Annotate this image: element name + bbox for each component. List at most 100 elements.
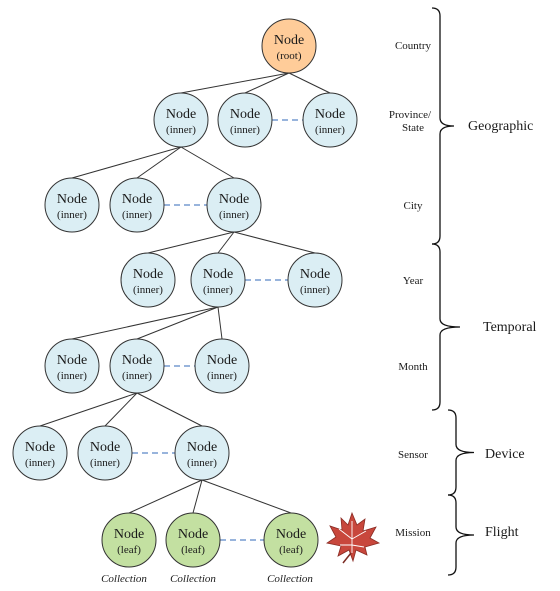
node-circle <box>12 425 68 481</box>
group-braces <box>431 7 475 576</box>
tree-edge <box>233 231 316 254</box>
collection-labels: Collection Collection Collection <box>101 573 313 585</box>
node-title: Node <box>133 267 163 282</box>
node-type: (inner) <box>57 370 87 382</box>
brace-geographic <box>431 7 455 245</box>
inner-node: Node(inner) <box>109 177 165 233</box>
inner-node: Node (inner) <box>153 92 209 148</box>
node-type: (inner) <box>57 209 87 221</box>
tree-edge <box>136 306 219 340</box>
tree-edge <box>192 479 203 514</box>
inner-node: Node(inner) <box>12 425 68 481</box>
collection-label: Collection <box>170 573 216 585</box>
node-circle <box>263 512 319 568</box>
tree-edge <box>201 479 292 514</box>
node-title: Node <box>274 33 304 48</box>
level-labels: Country Province/ State City Year Month … <box>389 40 432 539</box>
inner-node: Node(inner) <box>194 338 250 394</box>
node-type: (inner) <box>203 284 233 296</box>
node-type: (inner) <box>122 370 152 382</box>
tree-edge <box>288 72 331 94</box>
brace-temporal <box>431 243 461 411</box>
tree-edge <box>147 231 235 254</box>
maple-leaf-icon <box>325 511 381 564</box>
inner-node: Node (inner) <box>44 338 100 394</box>
node-circle <box>206 177 262 233</box>
inner-node: Node(inner) <box>217 92 273 148</box>
node-circle <box>174 425 230 481</box>
inner-node: Node (inner) <box>206 177 262 233</box>
node-title: Node <box>122 353 152 368</box>
tree-edge <box>180 72 290 94</box>
node-title: Node <box>57 192 87 207</box>
collection-label: Collection <box>267 573 313 585</box>
node-title: Node <box>178 527 208 542</box>
node-type: (leaf) <box>181 544 205 556</box>
node-circle <box>287 252 343 308</box>
tree-nodes: Node(root)Node(inner)Node(inner)Node(inn… <box>12 18 358 568</box>
node-circle <box>44 338 100 394</box>
group-label-temporal: Temporal <box>483 320 537 335</box>
level-label-month: Month <box>398 361 428 373</box>
group-label-flight: Flight <box>485 525 519 540</box>
inner-node: Node (inner) <box>287 252 343 308</box>
tree-edge <box>71 146 182 179</box>
node-circle <box>120 252 176 308</box>
node-circle <box>153 92 209 148</box>
inner-node: Node (inner) <box>302 92 358 148</box>
node-circle <box>165 512 221 568</box>
node-type: (inner) <box>187 457 217 469</box>
tree-edge <box>217 231 235 254</box>
group-label-device: Device <box>485 447 525 462</box>
node-title: Node <box>276 527 306 542</box>
node-circle <box>190 252 246 308</box>
node-title: Node <box>25 440 55 455</box>
node-title: Node <box>114 527 144 542</box>
node-type: (leaf) <box>279 544 303 556</box>
collection-label: Collection <box>101 573 147 585</box>
level-label-year: Year <box>403 275 424 287</box>
group-label-geographic: Geographic <box>468 119 533 134</box>
node-title: Node <box>300 267 330 282</box>
level-label-mission: Mission <box>395 527 431 539</box>
node-type: (inner) <box>90 457 120 469</box>
node-type: (inner) <box>133 284 163 296</box>
node-type: (inner) <box>315 124 345 136</box>
root-node: Node (root) <box>261 18 317 74</box>
tree-edge <box>39 392 138 427</box>
inner-node: Node (inner) <box>109 338 165 394</box>
tree-edge <box>128 479 203 514</box>
level-label-province-line1: Province/ <box>389 109 432 121</box>
level-label-city: City <box>404 200 423 212</box>
level-label-sensor: Sensor <box>398 449 428 461</box>
node-type: (inner) <box>166 124 196 136</box>
tree-edges <box>39 72 331 514</box>
inner-node: Node (inner) <box>44 177 100 233</box>
brace-flight <box>447 494 475 576</box>
node-title: Node <box>230 107 260 122</box>
level-label-country: Country <box>395 40 432 52</box>
leaf-node: Node (leaf) <box>165 512 221 568</box>
node-title: Node <box>57 353 87 368</box>
node-circle <box>217 92 273 148</box>
node-type: (root) <box>276 50 301 62</box>
level-label-province-line2: State <box>402 122 424 134</box>
tree-edge <box>71 306 219 340</box>
node-type: (inner) <box>300 284 330 296</box>
node-title: Node <box>187 440 217 455</box>
group-labels: Geographic Temporal Device Flight <box>468 119 537 540</box>
node-title: Node <box>166 107 196 122</box>
node-title: Node <box>315 107 345 122</box>
node-title: Node <box>122 192 152 207</box>
tree-edge <box>217 306 223 340</box>
node-circle <box>302 92 358 148</box>
inner-node: Node (inner) <box>120 252 176 308</box>
inner-node: Node (inner) <box>174 425 230 481</box>
node-title: Node <box>219 192 249 207</box>
node-type: (inner) <box>219 209 249 221</box>
tree-edge <box>136 392 203 427</box>
node-circle <box>109 177 165 233</box>
tree-edge <box>136 146 182 179</box>
inner-node: Node(inner) <box>190 252 246 308</box>
